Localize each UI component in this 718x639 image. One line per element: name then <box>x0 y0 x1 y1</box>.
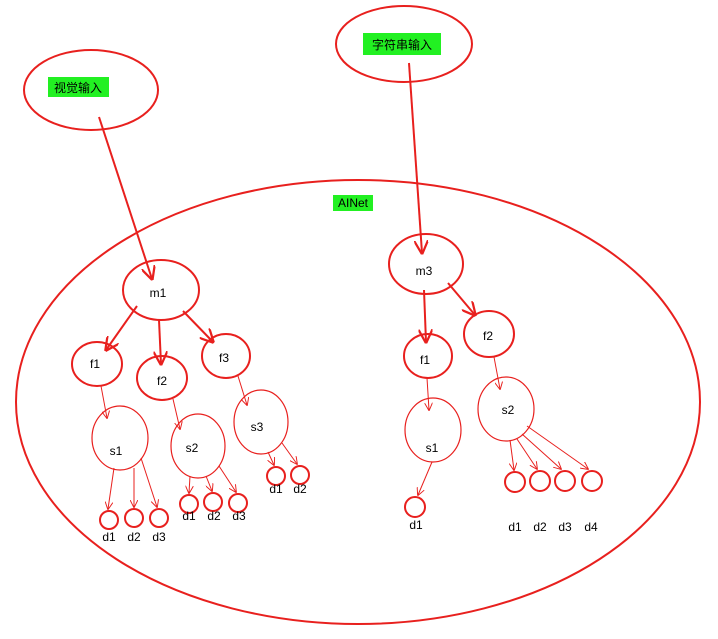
node-left-s1-label: s1 <box>110 444 123 458</box>
node-left-f2-label: f2 <box>157 374 167 388</box>
node-right-s2-d1 <box>504 471 526 493</box>
node-m3 <box>388 233 464 295</box>
edge-s3-d2 <box>281 442 297 464</box>
node-left-f1 <box>71 341 123 387</box>
node-right-s2 <box>477 376 535 442</box>
ainet-label-highlight <box>333 195 373 211</box>
edge-rs2-d3 <box>521 433 561 469</box>
edge-rf1-s1 <box>427 377 429 410</box>
node-left-s2-d1 <box>179 494 199 514</box>
node-right-s2-label: s2 <box>502 403 515 417</box>
visual-input-label: 视觉输入 <box>54 80 102 95</box>
node-right-f2-label: f2 <box>483 329 493 343</box>
node-left-s1-d2 <box>124 508 144 528</box>
edge-f1-s1 <box>100 385 107 418</box>
edge-s2-d2 <box>205 475 212 491</box>
left-s1-d2-label: d2 <box>127 530 141 544</box>
node-left-s2-d2 <box>203 492 223 512</box>
edge-f2-s2 <box>172 398 180 429</box>
right-s2-d1-label: d1 <box>508 520 522 534</box>
node-left-s3-d2 <box>290 465 310 485</box>
left-s2-d1-label: d1 <box>182 509 196 523</box>
node-left-s3-d1 <box>266 466 286 486</box>
edge-f3-s3 <box>237 375 247 405</box>
edge-s1-d3 <box>140 457 157 507</box>
node-left-f1-label: f1 <box>90 357 100 371</box>
string-input-highlight <box>363 33 441 55</box>
node-right-s1-d1 <box>404 496 426 518</box>
node-right-f1-label: f1 <box>420 353 430 367</box>
edge-rs2-d2 <box>516 438 537 469</box>
node-m3-label: m3 <box>416 264 433 278</box>
ainet-container <box>15 179 701 625</box>
left-s1-d1-label: d1 <box>102 530 116 544</box>
node-right-s2-d4 <box>581 470 603 492</box>
visual-input-highlight <box>48 77 109 97</box>
node-right-s2-d3 <box>554 470 576 492</box>
left-s2-d2-label: d2 <box>207 509 221 523</box>
node-left-s1 <box>91 405 149 471</box>
node-left-s1-d3 <box>149 508 169 528</box>
edge-visual-m1 <box>98 116 152 279</box>
edge-rs2-d1 <box>510 439 514 470</box>
node-right-s1-label: s1 <box>426 441 439 455</box>
node-right-f2 <box>463 310 515 358</box>
edge-m1-f3 <box>182 310 213 342</box>
edge-rf2-s2 <box>493 356 500 389</box>
edge-m1-f2 <box>159 319 161 364</box>
node-left-s3 <box>233 389 289 455</box>
string-input-label: 字符串输入 <box>372 37 432 52</box>
node-left-s2-d3 <box>228 493 248 513</box>
node-m1-label: m1 <box>150 286 167 300</box>
right-s2-d3-label: d3 <box>558 520 572 534</box>
edge-m3-f1 <box>424 289 426 342</box>
edge-rs2-d4 <box>526 425 588 469</box>
edge-s1-d1 <box>108 467 115 509</box>
node-m1 <box>122 259 200 321</box>
string-input-node <box>335 5 473 83</box>
left-s1-d3-label: d3 <box>152 530 166 544</box>
node-right-s1 <box>404 397 462 463</box>
left-s3-d2-label: d2 <box>293 482 307 496</box>
edge-m1-f1 <box>106 305 138 350</box>
edge-s2-d3 <box>218 465 236 492</box>
visual-input-node <box>23 49 159 131</box>
right-s2-d2-label: d2 <box>533 520 547 534</box>
node-left-s2 <box>170 413 226 479</box>
edge-s2-d1 <box>189 475 190 493</box>
left-s2-d3-label: d3 <box>232 509 246 523</box>
edge-s3-d1 <box>268 451 274 465</box>
node-left-s2-label: s2 <box>186 441 199 455</box>
edge-m3-f2 <box>447 282 475 315</box>
node-left-f3-label: f3 <box>219 351 229 365</box>
right-s1-d1-label: d1 <box>409 518 423 532</box>
node-left-s1-d1 <box>99 510 119 530</box>
node-left-f3 <box>201 333 251 379</box>
left-s3-d1-label: d1 <box>269 482 283 496</box>
right-s2-d4-label: d4 <box>584 520 598 534</box>
edge-rs1-d1 <box>418 461 433 495</box>
node-left-s3-label: s3 <box>251 420 264 434</box>
edge-string-m3 <box>408 62 422 253</box>
ainet-label: AINet <box>338 196 369 210</box>
node-right-s2-d2 <box>529 470 551 492</box>
